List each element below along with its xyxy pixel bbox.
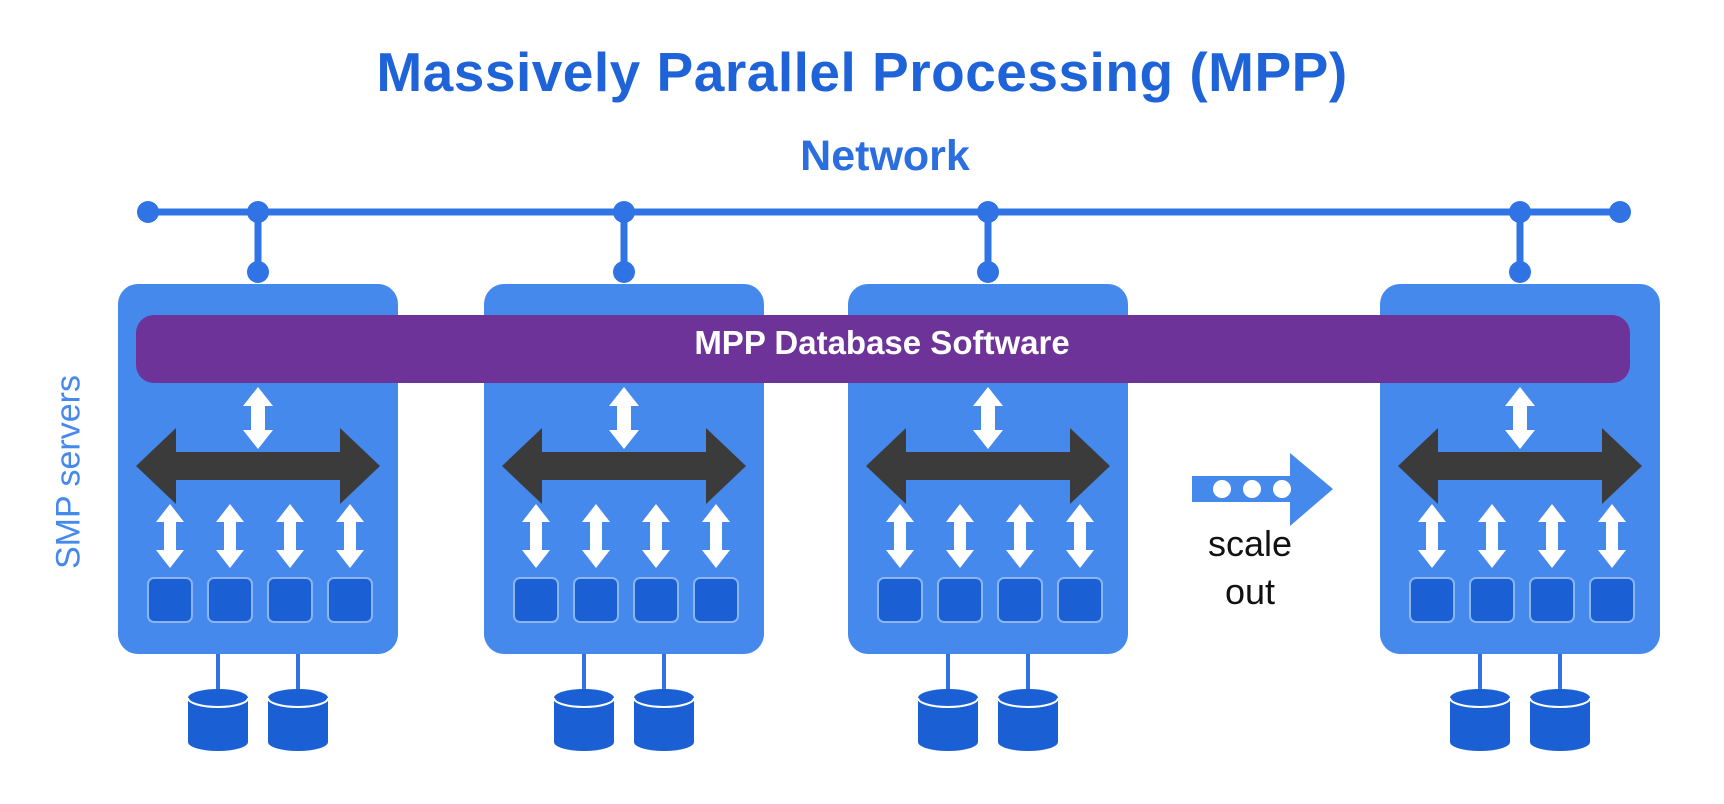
disk-body (634, 698, 694, 751)
network-junction (977, 201, 999, 223)
vertical-arrow (522, 504, 550, 568)
bus-arrow (502, 428, 746, 504)
disk-top (188, 689, 248, 707)
vertical-arrow (1418, 504, 1446, 568)
disk-rim (553, 697, 615, 708)
disk-rim (997, 697, 1059, 708)
cpu-core (1409, 577, 1455, 623)
scale-dot (1273, 480, 1291, 498)
cpu-core (573, 577, 619, 623)
vertical-arrow (582, 504, 610, 568)
disk-rim (267, 697, 329, 708)
arrows-group (136, 387, 1642, 568)
network-port (1509, 261, 1531, 283)
disk-body (998, 698, 1058, 751)
network-port (613, 261, 635, 283)
vertical-arrow (702, 504, 730, 568)
network-junction (613, 201, 635, 223)
disk-rim (633, 697, 695, 708)
cpu-core (513, 577, 559, 623)
scale-dot (1213, 480, 1231, 498)
vertical-arrow (642, 504, 670, 568)
cpu-core (693, 577, 739, 623)
smp-servers-label: SMP servers (49, 375, 88, 569)
cpu-core (207, 577, 253, 623)
disk-top (998, 689, 1058, 707)
disk-body (1530, 698, 1590, 751)
cpu-core (997, 577, 1043, 623)
diagram-title: Massively Parallel Processing (MPP) (376, 41, 1348, 103)
vertical-arrow (946, 504, 974, 568)
disk-rim (917, 697, 979, 708)
disk-rim (1529, 697, 1591, 708)
cpu-core (633, 577, 679, 623)
disk-icon (187, 689, 249, 751)
network-junction (247, 201, 269, 223)
disk-top (268, 689, 328, 707)
vertical-arrow (156, 504, 184, 568)
vertical-arrow (1505, 387, 1535, 449)
network-port (247, 261, 269, 283)
disk-icon (1529, 689, 1591, 751)
bus-arrow (1398, 428, 1642, 504)
vertical-arrow (1598, 504, 1626, 568)
scale-dot (1243, 480, 1261, 498)
disk-top (634, 689, 694, 707)
cpu-core (1469, 577, 1515, 623)
vertical-arrow (1478, 504, 1506, 568)
disk-icon (997, 689, 1059, 751)
vertical-arrow (886, 504, 914, 568)
disk-top (918, 689, 978, 707)
vertical-arrow (973, 387, 1003, 449)
vertical-arrow (1066, 504, 1094, 568)
vertical-arrow (243, 387, 273, 449)
bus-arrow (866, 428, 1110, 504)
disk-top (554, 689, 614, 707)
bus-arrow (136, 428, 380, 504)
database-software-bar (136, 315, 1630, 383)
disk-icon (633, 689, 695, 751)
disk-body (918, 698, 978, 751)
cpu-core (877, 577, 923, 623)
cpu-core (147, 577, 193, 623)
disk-body (554, 698, 614, 751)
vertical-arrow (1538, 504, 1566, 568)
disk-rim (1449, 697, 1511, 708)
network-junction (1509, 201, 1531, 223)
cpu-core (267, 577, 313, 623)
disk-icon (1449, 689, 1511, 751)
vertical-arrow (216, 504, 244, 568)
cpu-core (937, 577, 983, 623)
database-software-label: MPP Database Software (694, 324, 1070, 361)
disk-body (188, 698, 248, 751)
disk-rim (187, 697, 249, 708)
disk-top (1530, 689, 1590, 707)
disk-icon (267, 689, 329, 751)
network-label: Network (800, 132, 970, 180)
disk-icon (553, 689, 615, 751)
scale-out-label: scale out (1207, 523, 1293, 612)
cpu-core (1589, 577, 1635, 623)
network-endpoint (1609, 201, 1631, 223)
network-bus (137, 201, 1631, 283)
scale-out-arrow (1192, 453, 1333, 526)
cpu-core (327, 577, 373, 623)
vertical-arrow (336, 504, 364, 568)
disk-top (1450, 689, 1510, 707)
vertical-arrow (1006, 504, 1034, 568)
vertical-arrow (609, 387, 639, 449)
network-port (977, 261, 999, 283)
cpu-core (1529, 577, 1575, 623)
disk-icon (917, 689, 979, 751)
vertical-arrow (276, 504, 304, 568)
disk-body (268, 698, 328, 751)
cpu-core (1057, 577, 1103, 623)
network-endpoint (137, 201, 159, 223)
disk-body (1450, 698, 1510, 751)
